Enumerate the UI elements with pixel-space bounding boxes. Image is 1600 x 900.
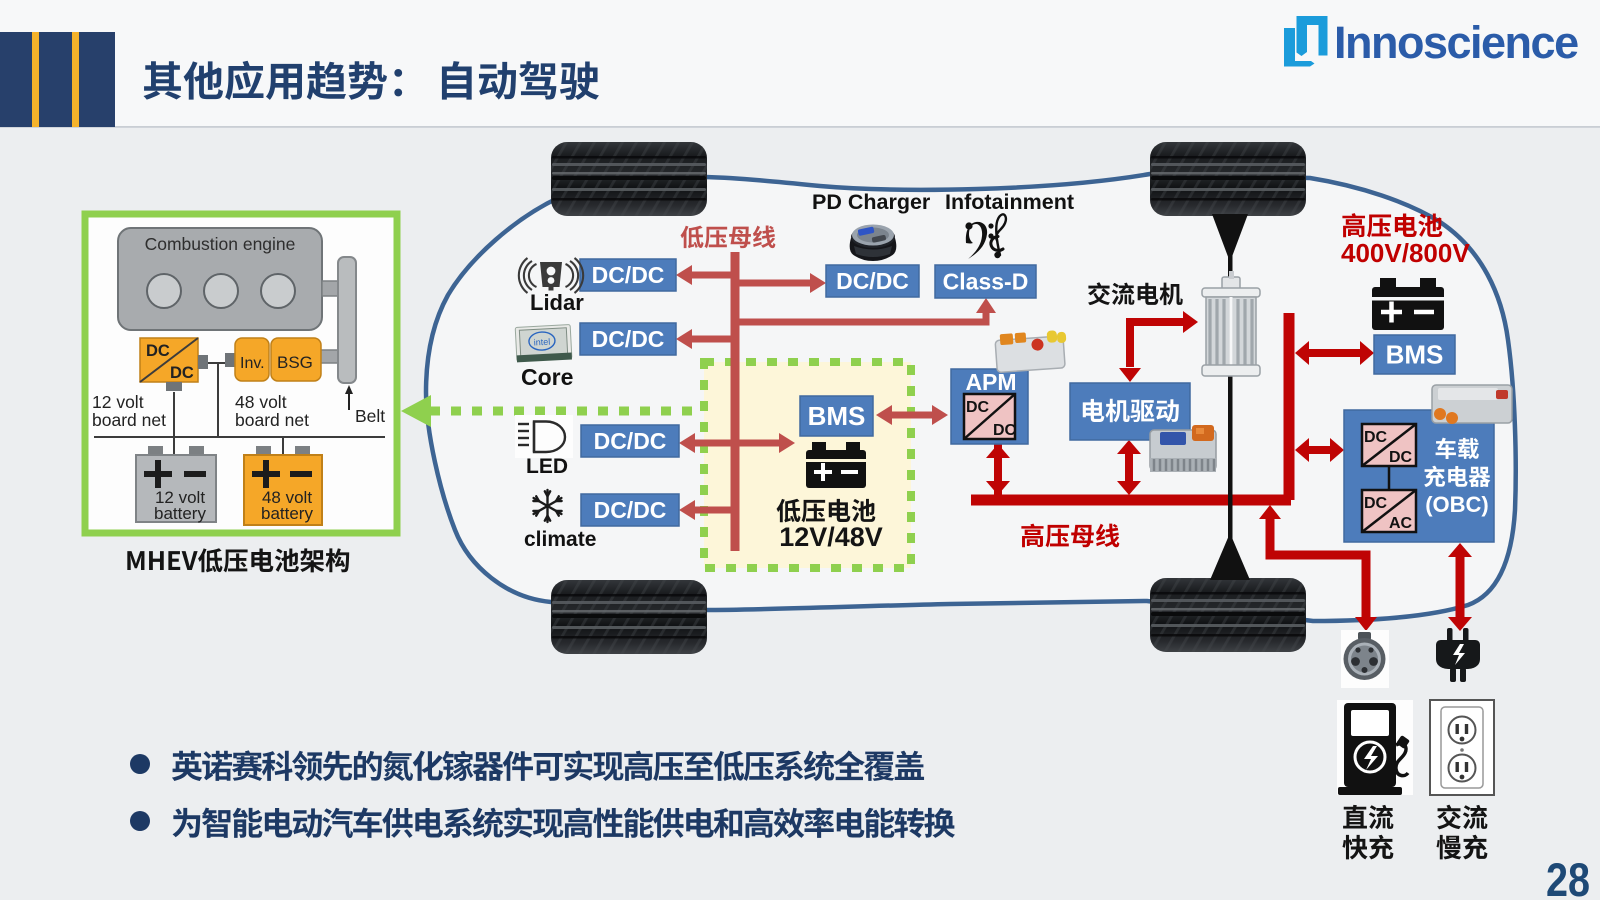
svg-text:48 volt: 48 volt — [262, 488, 312, 507]
svg-text:board net: board net — [235, 410, 309, 430]
svg-text:BSG: BSG — [277, 353, 313, 372]
svg-text:DC: DC — [170, 364, 194, 382]
svg-text:PD Charger: PD Charger — [812, 190, 931, 214]
svg-text:12 volt: 12 volt — [155, 488, 205, 507]
svg-text:DC: DC — [1364, 495, 1388, 512]
svg-text:battery: battery — [154, 504, 206, 523]
svg-text:Belt: Belt — [355, 406, 385, 426]
svg-text:12 volt: 12 volt — [92, 392, 144, 412]
svg-text:Combustion engine: Combustion engine — [145, 234, 296, 254]
svg-text:LED: LED — [526, 455, 568, 478]
svg-text:DC/DC: DC/DC — [592, 262, 665, 288]
svg-text:DC/DC: DC/DC — [594, 497, 667, 523]
svg-text:DC: DC — [1389, 449, 1413, 466]
svg-text:battery: battery — [261, 504, 313, 523]
svg-text:intel: intel — [533, 337, 550, 348]
svg-text:Innoscience: Innoscience — [1334, 17, 1578, 68]
svg-text:Infotainment: Infotainment — [945, 190, 1074, 214]
svg-text:DC/DC: DC/DC — [594, 428, 667, 454]
svg-text:DC: DC — [993, 422, 1017, 439]
svg-text:Class-D: Class-D — [943, 269, 1029, 295]
svg-text:climate: climate — [524, 528, 596, 551]
svg-text:DC: DC — [1364, 429, 1388, 446]
svg-text:DC/DC: DC/DC — [836, 268, 909, 294]
svg-text:DC: DC — [966, 399, 990, 416]
svg-text:BMS: BMS — [1386, 340, 1444, 370]
svg-text:400V/800V: 400V/800V — [1341, 238, 1470, 268]
svg-text:DC: DC — [146, 342, 170, 360]
svg-text:28: 28 — [1546, 853, 1590, 900]
svg-text:Core: Core — [521, 364, 573, 390]
svg-text:BMS: BMS — [808, 401, 866, 431]
svg-text:12V/48V: 12V/48V — [779, 522, 883, 552]
svg-text:APM: APM — [965, 369, 1016, 395]
svg-text:DC/DC: DC/DC — [592, 326, 665, 352]
svg-text:Lidar: Lidar — [530, 290, 584, 315]
svg-text:Inv.: Inv. — [240, 355, 265, 372]
svg-text:(OBC): (OBC) — [1425, 492, 1489, 517]
svg-text:48 volt: 48 volt — [235, 392, 287, 412]
svg-text:board net: board net — [92, 410, 166, 430]
svg-text:AC: AC — [1389, 515, 1413, 532]
